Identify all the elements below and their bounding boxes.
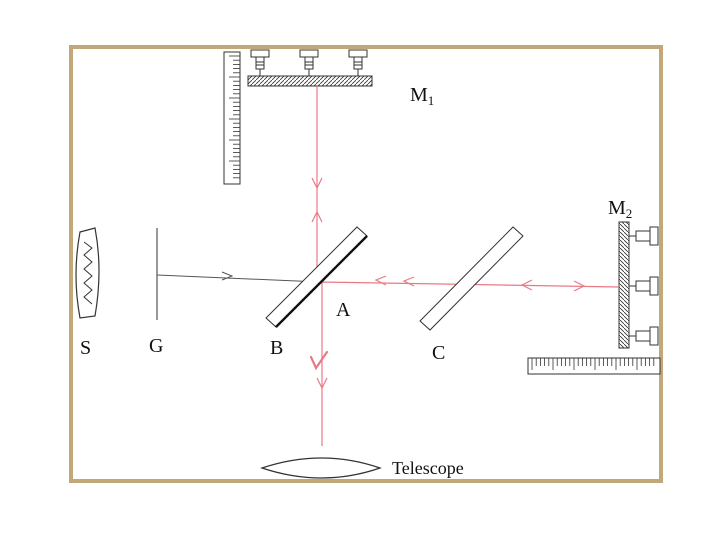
m2-screws <box>629 226 659 346</box>
light-source <box>75 227 100 319</box>
mirror-m2 <box>527 221 661 375</box>
m2-label: M2 <box>608 197 632 221</box>
source-filament <box>83 241 93 305</box>
diagram-frame <box>69 45 663 483</box>
beam-splitter-coating <box>275 235 368 328</box>
m2-scale <box>527 357 661 375</box>
m2-mirror-plate <box>618 221 630 349</box>
input-ray <box>156 274 321 283</box>
beam-splitter-label: B <box>270 337 283 359</box>
m1-mirror-plate <box>247 75 373 87</box>
check-mark <box>309 350 329 371</box>
point-a-label: A <box>336 299 351 321</box>
mirror-m1 <box>223 49 373 185</box>
source-label: S <box>80 337 91 359</box>
telescope-lens <box>260 457 382 479</box>
input-ray-arrow <box>221 271 234 281</box>
m1-screws <box>250 49 368 76</box>
m1-scale <box>223 51 241 185</box>
m1-label: M1 <box>410 84 434 108</box>
ground-glass-label: G <box>149 335 163 357</box>
beam-splitter <box>265 226 368 328</box>
compensator-label: C <box>432 342 445 364</box>
compensator-plate <box>419 226 524 331</box>
telescope-label: Telescope <box>392 458 464 478</box>
